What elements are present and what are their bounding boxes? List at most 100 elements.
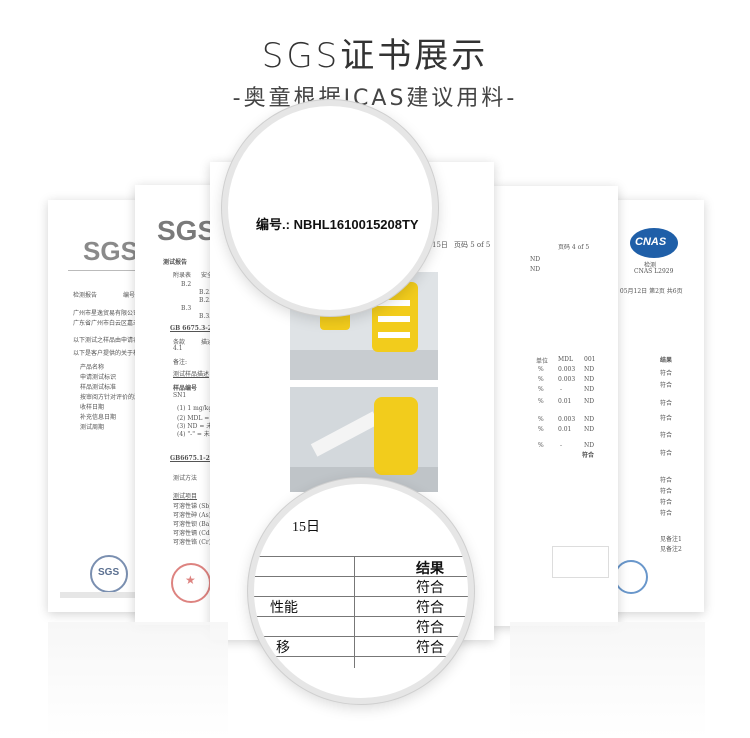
- note-0: (1) 1 mg/kg =: [177, 405, 220, 412]
- unit-header: 单位: [536, 358, 549, 365]
- line-7: 按审阅方针对评价的测试: [80, 394, 147, 401]
- row-1-label: 性能: [270, 600, 298, 616]
- page-title: SGS证书展示: [261, 36, 489, 76]
- line-8: 收样日期: [80, 404, 105, 411]
- row-2-val: ND: [584, 386, 595, 393]
- line-1: 广东省广州市白云区嘉禾: [73, 320, 140, 327]
- row-b21: B.2.1: [199, 289, 215, 296]
- note-2: (3) ND = 未检: [177, 423, 219, 430]
- report-label: 检测报告: [73, 292, 98, 299]
- row-1-value: 符合: [416, 600, 444, 616]
- result-8: 符合: [660, 499, 673, 506]
- note-2: 见备注2: [660, 546, 682, 553]
- standard-2: GB6675.1-2014: [170, 455, 223, 462]
- row-0-unit: %: [538, 366, 544, 373]
- number-value: NBHL1610015208TY: [293, 217, 419, 232]
- row-3-val: ND: [584, 398, 595, 405]
- row-0-val: ND: [584, 366, 595, 373]
- standard-1: GB 6675.3-2014: [170, 325, 225, 332]
- product-photo-slide-2: [290, 387, 438, 492]
- row-1-mdl: 0.003: [558, 376, 576, 383]
- result-4: 符合: [660, 432, 673, 439]
- row-5-val: ND: [584, 426, 595, 433]
- result-3: 符合: [660, 415, 673, 422]
- mag-date: 15日: [292, 520, 320, 535]
- magnifier-bottom: 15日 结果 符合 性能 符合 符合 移 符合: [248, 478, 474, 704]
- row-2-unit: %: [538, 386, 544, 393]
- report-title: 测试报告: [163, 259, 188, 266]
- desc-header: 描述: [201, 339, 214, 346]
- result-header: 结果: [660, 357, 673, 364]
- item-3: 可溶性镉 (Cd): [173, 530, 213, 537]
- row-4-unit: %: [538, 416, 544, 423]
- row-6-unit: %: [538, 442, 544, 449]
- magnifier-top: 编号.: NBHL1610015208TY: [222, 100, 438, 316]
- cnas-text: CNAS: [635, 236, 667, 248]
- red-stamp-icon: ★: [171, 563, 211, 603]
- result-9: 符合: [660, 510, 673, 517]
- clause-header: 条款: [173, 339, 186, 346]
- row-4-mdl: 0.003: [558, 416, 576, 423]
- row-b3: B.3: [181, 305, 192, 312]
- row-1-val: ND: [584, 376, 595, 383]
- result-5: 符合: [660, 450, 673, 457]
- result-1: 符合: [660, 382, 673, 389]
- method-label: 测试方法: [173, 475, 198, 482]
- line-5: 申请测试标识: [80, 374, 117, 381]
- row-3-value: 符合: [416, 640, 444, 656]
- report-number-label: 编号: [123, 292, 136, 299]
- row-4-val: ND: [584, 416, 595, 423]
- nd-top-1: ND: [530, 256, 541, 263]
- line-9: 补充信息日期: [80, 414, 117, 421]
- item-4: 可溶性铬 (Cr): [173, 539, 212, 546]
- row-b22: B.2.2: [199, 297, 215, 304]
- row-5-unit: %: [538, 426, 544, 433]
- note-1: 见备注1: [660, 536, 682, 543]
- row-3-mdl: 0.01: [558, 398, 572, 405]
- cnas-code: CNAS L2929: [634, 268, 674, 275]
- row-0-value: 符合: [416, 580, 444, 596]
- report-page: 页码 5 of 5: [454, 241, 491, 249]
- date-line: 年 05月12日 第2页 共6页: [612, 288, 683, 295]
- row-6-mdl: -: [560, 442, 563, 449]
- row-6-val: ND: [584, 442, 595, 449]
- report-date: 15日: [432, 241, 448, 249]
- item-0: 可溶性锑 (Sb): [173, 503, 212, 510]
- col-header: 001: [584, 356, 596, 363]
- note-label: 备注:: [173, 359, 188, 366]
- line-10: 测试周期: [80, 424, 105, 431]
- result-0: 符合: [660, 370, 673, 377]
- result-6: 符合: [660, 477, 673, 484]
- line-2: 以下测试之样品由申请者提供及确认: [73, 337, 168, 344]
- sgs-logo: SGS: [83, 236, 138, 266]
- cnas-logo: CNAS: [630, 228, 678, 258]
- seal-text: SGS: [98, 567, 120, 578]
- reflection-left: [48, 622, 228, 738]
- line-0: 广州市星逸贸易有限公司: [73, 310, 140, 317]
- nd-top-2: ND: [530, 266, 541, 273]
- result-2: 符合: [660, 400, 673, 407]
- result-7: 符合: [660, 488, 673, 495]
- line-6: 样品测试标准: [80, 384, 117, 391]
- result-header: 结果: [416, 561, 444, 577]
- row-5-mdl: 0.01: [558, 426, 572, 433]
- items-label: 测试项目: [173, 493, 198, 500]
- sample-no: SN1: [173, 392, 187, 399]
- row-b2: B.2: [181, 281, 192, 288]
- number-label: 编号.:: [256, 217, 290, 232]
- line-3: 以下是客户提供的关于样品: [73, 350, 146, 357]
- safety-header: 安全: [201, 272, 214, 279]
- verdict: 符合: [582, 452, 595, 459]
- sgs-seal-icon: SGS: [90, 555, 128, 593]
- line-4: 产品名称: [80, 364, 105, 371]
- certificate-right: 页码 4 of 5 单位 MDL 001 % 0.003 ND % 0.003 …: [490, 186, 618, 626]
- note-1: (2) MDL = 方: [177, 415, 218, 422]
- page-subtitle: -奥童根据ICAS建议用料-: [232, 86, 518, 111]
- row-3-unit: %: [538, 398, 544, 405]
- clause-row: 4.1: [173, 345, 183, 352]
- appendix-header: 附录表: [173, 272, 192, 279]
- row-2-value: 符合: [416, 620, 444, 636]
- row-0-mdl: 0.003: [558, 366, 576, 373]
- mdl-header: MDL: [558, 356, 573, 363]
- row-b31: B.3.1: [199, 313, 215, 320]
